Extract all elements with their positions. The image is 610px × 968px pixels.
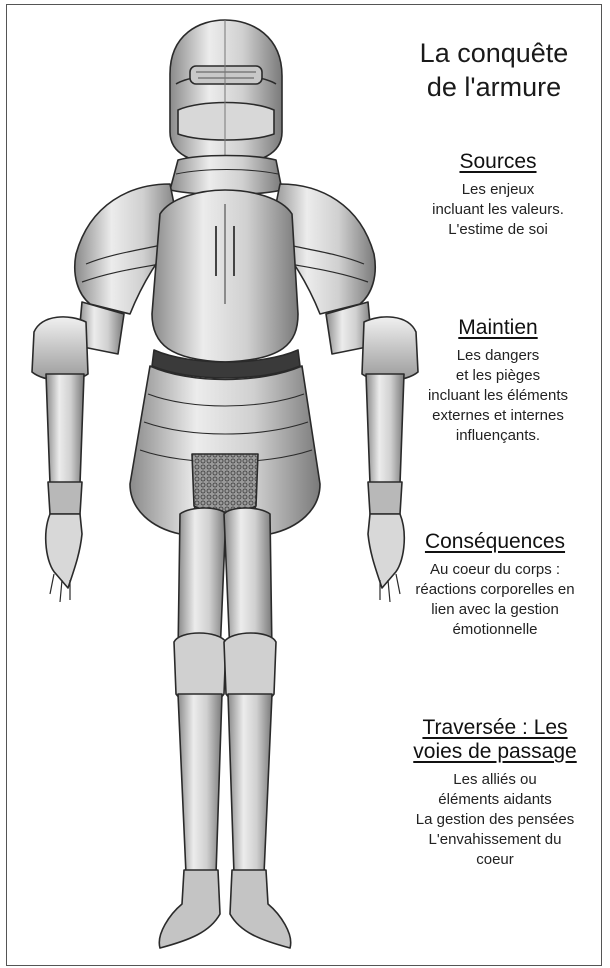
helmet (170, 20, 282, 164)
section-line: La gestion des pensées (382, 810, 608, 830)
section-heading: Conséquences (382, 530, 608, 554)
section-line: réactions corporelles en (382, 580, 608, 600)
section-line: Les dangers (396, 346, 600, 366)
section-line: éléments aidants (382, 790, 608, 810)
section-line: L'estime de soi (398, 220, 598, 240)
leg-left (159, 508, 226, 948)
section-line: Les alliés ou (382, 770, 608, 790)
section-heading: Maintien (396, 316, 600, 340)
arm-left (32, 302, 124, 602)
section-line: coeur (382, 850, 608, 870)
section-line: émotionnelle (382, 620, 608, 640)
section-line: Au coeur du corps : (382, 560, 608, 580)
leg-right (224, 508, 291, 948)
section-line: incluant les éléments (396, 386, 600, 406)
section-heading-line-2: voies de passage (382, 740, 608, 764)
section-traversee: Traversée : Les voies de passage Les all… (382, 716, 608, 870)
mail-skirt (192, 454, 258, 512)
section-heading: Traversée : Les (382, 716, 608, 740)
section-line: externes et internes (396, 406, 600, 426)
section-heading: Sources (398, 150, 598, 174)
page-title: La conquête de l'armure (380, 36, 608, 104)
section-line: et les pièges (396, 366, 600, 386)
section-line: L'envahissement du (382, 830, 608, 850)
section-consequences: Conséquences Au coeur du corps : réactio… (382, 530, 608, 640)
section-line: lien avec la gestion (382, 600, 608, 620)
section-line: incluant les valeurs. (398, 200, 598, 220)
section-maintien: Maintien Les dangers et les pièges inclu… (396, 316, 600, 446)
section-sources: Sources Les enjeux incluant les valeurs.… (398, 150, 598, 240)
armor-figure (32, 20, 418, 948)
section-line: influençants. (396, 426, 600, 446)
title-line-2: de l'armure (380, 70, 608, 104)
section-line: Les enjeux (398, 180, 598, 200)
armor-illustration (20, 14, 430, 960)
gorget (170, 156, 282, 195)
title-line-1: La conquête (380, 36, 608, 70)
